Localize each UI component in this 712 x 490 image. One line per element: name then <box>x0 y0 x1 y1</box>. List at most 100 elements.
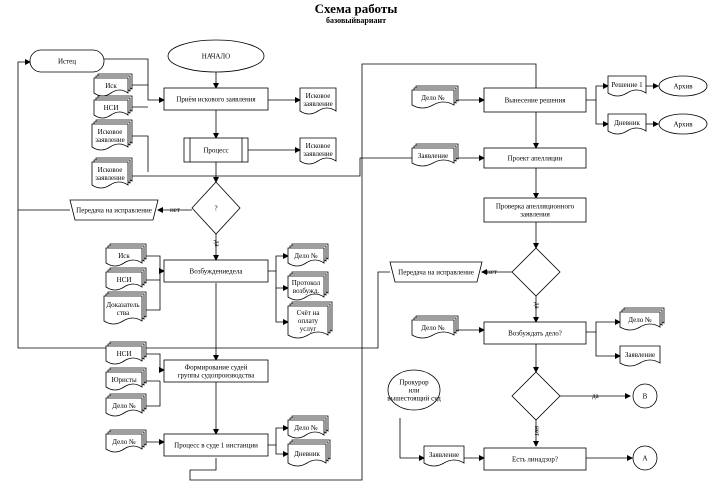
connector-a-label: A <box>642 455 647 463</box>
svg-text:заявление: заявление <box>303 100 333 108</box>
svg-text:Протокол: Протокол <box>292 279 321 287</box>
svg-text:Счёт на: Счёт на <box>297 309 321 317</box>
process-sud1: Процесс в суде 1 инстанции <box>163 433 269 457</box>
svg-text:Формирование судей: Формирование судей <box>185 364 248 372</box>
svg-text:Процесс в суде 1 инстанции: Процесс в суде 1 инстанции <box>174 442 258 450</box>
transfer-left-label: Передача на исправление <box>76 207 152 215</box>
edge-nsi2-v <box>142 268 165 281</box>
edge-vozb-delo <box>586 319 621 333</box>
svg-text:Дело №: Дело № <box>112 438 136 446</box>
edge-delo-f <box>142 381 161 407</box>
decision-appeal <box>511 247 561 297</box>
svg-text:Прокурор: Прокурор <box>399 379 429 387</box>
svg-text:Архив: Архив <box>673 121 693 129</box>
doc-delo-4-label: Дело № <box>294 424 318 432</box>
svg-text:Иск: Иск <box>118 252 130 260</box>
doc-isk-2: Иск <box>105 243 147 267</box>
plaintiff-label: Истец <box>58 58 76 66</box>
svg-text:Вынесение решения: Вынесение решения <box>505 97 567 105</box>
doc-delo-2: Дело № <box>105 393 147 417</box>
subprocess-process-label: Процесс <box>203 147 228 155</box>
doc-delo-3-label: Дело № <box>112 438 136 446</box>
connector-a: A <box>632 445 658 471</box>
doc-zayav-2-label: Заявление <box>625 351 655 359</box>
edge-prok-zay <box>399 418 425 461</box>
doc-nsi-2: НСИ <box>105 267 147 291</box>
svg-text:Дело №: Дело № <box>294 424 318 432</box>
doc-zayav-3: Заявление <box>423 445 465 467</box>
process-sud1-label: Процесс в суде 1 инстанции <box>174 442 258 450</box>
edge-transfer-plaintiff <box>17 59 70 211</box>
doc-nsi-2-label: НСИ <box>117 276 132 284</box>
svg-text:Исковое: Исковое <box>98 166 123 174</box>
svg-text:Иск: Иск <box>105 82 117 90</box>
svg-text:Проект апелляции: Проект апелляции <box>508 155 563 163</box>
doc-dnevnik-2: Дневник <box>607 113 647 135</box>
doc-isk: Иск <box>93 73 133 97</box>
process-vozbuzhdat-label: Возбуждать дело? <box>508 330 562 338</box>
doc-reshenie1: Решение 1 <box>607 75 647 97</box>
svg-text:Передача на исправление: Передача на исправление <box>76 207 152 215</box>
edge-s-dnevnik <box>275 445 289 457</box>
doc-delo-6: Дело № <box>411 315 459 339</box>
svg-text:Передача на исправление: Передача на исправление <box>398 269 474 277</box>
doc-yuristy: Юристы <box>105 367 147 391</box>
edge-vyn-dn <box>595 100 609 127</box>
doc-zayav-1: Заявление <box>411 143 459 167</box>
start-terminator: НАЧАЛО <box>167 39 265 73</box>
svg-text:или: или <box>409 387 420 395</box>
edge-s-delo <box>268 425 289 446</box>
doc-delo-5-label: Дело № <box>421 94 445 102</box>
svg-text:услуг: услуг <box>300 325 317 333</box>
doc-nsi-label: НСИ <box>104 104 119 112</box>
doc-nsi: НСИ <box>93 95 133 119</box>
svg-text:?: ? <box>214 205 217 213</box>
label-net-2: нет <box>487 268 497 276</box>
process-vozbuzhd: Возбуждениедела <box>163 259 269 283</box>
doc-delo-2-label: Дело № <box>112 402 136 410</box>
edge-s-vyn <box>189 63 537 481</box>
transfer-left: Передача на исправление <box>69 199 159 221</box>
doc-reshenie1-label: Решение 1 <box>611 81 643 89</box>
doc-zayav-2: Заявление <box>619 345 661 367</box>
doc-delo-6-label: Дело № <box>421 324 445 332</box>
svg-text:заявление: заявление <box>95 174 125 182</box>
label-da-3: да <box>592 392 600 400</box>
process-proekt-label: Проект апелляции <box>508 155 563 163</box>
svg-text:Есть линадзор?: Есть линадзор? <box>512 456 558 464</box>
edge-v-delo <box>268 253 289 272</box>
archive-1: Архив <box>658 75 708 97</box>
edge-plaintiff-priem <box>104 58 165 103</box>
svg-text:НСИ: НСИ <box>117 350 132 358</box>
svg-text:Доказатель: Доказатель <box>106 301 139 309</box>
label-net-1: нет <box>170 206 180 214</box>
archive-2: Архив <box>658 113 708 135</box>
svg-text:Процесс: Процесс <box>203 147 228 155</box>
diagram-subtitle: базовыйвариант <box>325 16 387 25</box>
svg-text:НСИ: НСИ <box>104 104 119 112</box>
process-lindazor-label: Есть линадзор? <box>512 456 558 464</box>
svg-text:заявление: заявление <box>95 136 125 144</box>
decision-check-label: ? <box>214 205 217 213</box>
transfer-right: Передача на исправление <box>389 261 483 283</box>
doc-delo-4: Дело № <box>287 415 329 439</box>
svg-text:Дневник: Дневник <box>614 119 640 127</box>
decision-check: ? <box>191 181 241 235</box>
svg-text:НАЧАЛО: НАЧАЛО <box>202 53 230 61</box>
doc-delo-7-label: Дело № <box>628 316 652 324</box>
process-proekt: Проект апелляции <box>483 147 587 169</box>
svg-text:Приём искового заявления: Приём искового заявления <box>176 96 256 104</box>
svg-text:B: B <box>643 393 648 401</box>
